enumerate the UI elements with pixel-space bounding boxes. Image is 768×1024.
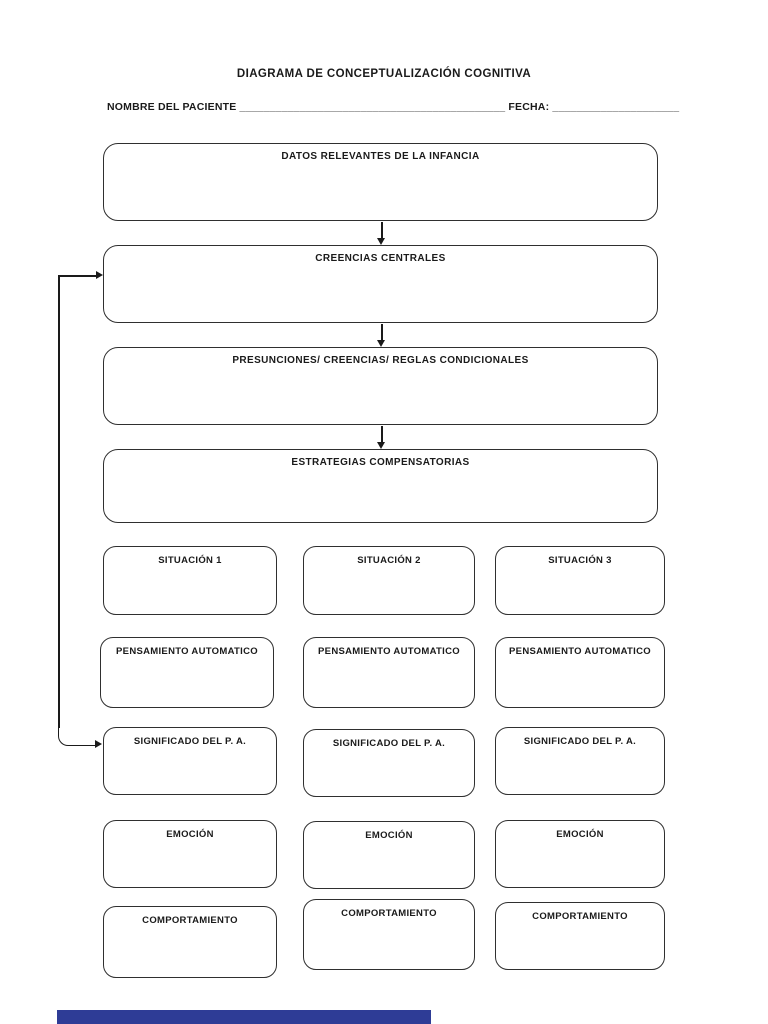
cell-emocion-2: EMOCIÓN [303, 821, 475, 889]
date-label: FECHA: [505, 101, 553, 113]
cell-label: PENSAMIENTO AUTOMATICO [318, 646, 460, 657]
cell-label: EMOCIÓN [166, 829, 214, 840]
flow-box-presunciones: PRESUNCIONES/ CREENCIAS/ REGLAS CONDICIO… [103, 347, 658, 425]
cell-emocion-3: EMOCIÓN [495, 820, 665, 888]
feedback-connector-top [58, 275, 96, 277]
feedback-connector-corner [58, 727, 72, 746]
cell-significado-1: SIGNIFICADO DEL P. A. [103, 727, 277, 795]
flow-box-label: ESTRATEGIAS COMPENSATORIAS [291, 457, 470, 468]
cell-comportamiento-3: COMPORTAMIENTO [495, 902, 665, 970]
flow-box-estrategias: ESTRATEGIAS COMPENSATORIAS [103, 449, 658, 523]
cell-significado-3: SIGNIFICADO DEL P. A. [495, 727, 665, 795]
feedback-connector-vertical [58, 275, 60, 728]
flow-arrow-line-3 [381, 426, 383, 442]
cell-label: SITUACIÓN 3 [548, 555, 612, 566]
cell-label: SIGNIFICADO DEL P. A. [133, 736, 247, 747]
cell-label: PENSAMIENTO AUTOMATICO [509, 646, 651, 657]
cell-label: SITUACIÓN 2 [357, 555, 421, 566]
cell-comportamiento-2: COMPORTAMIENTO [303, 899, 475, 970]
date-blank: _____________________ [552, 101, 680, 113]
cell-pensamiento-automatico-2: PENSAMIENTO AUTOMATICO [303, 637, 475, 708]
cell-label: COMPORTAMIENTO [142, 915, 238, 926]
patient-name-label: NOMBRE DEL PACIENTE [107, 101, 240, 113]
cell-situacion-1: SITUACIÓN 1 [103, 546, 277, 615]
right-arrowhead-icon [96, 271, 103, 279]
patient-info-line: NOMBRE DEL PACIENTE ____________________… [107, 101, 679, 113]
cell-significado-2: SIGNIFICADO DEL P. A. [303, 729, 475, 797]
flow-box-label: CREENCIAS CENTRALES [315, 253, 446, 264]
cell-comportamiento-1: COMPORTAMIENTO [103, 906, 277, 978]
cell-label: COMPORTAMIENTO [341, 908, 437, 919]
patient-name-blank: ________________________________________… [239, 101, 506, 113]
cell-label: SIGNIFICADO DEL P. A. [332, 738, 446, 749]
cell-label: SIGNIFICADO DEL P. A. [523, 736, 637, 747]
cell-label: SITUACIÓN 1 [158, 555, 222, 566]
cell-label: EMOCIÓN [365, 830, 413, 841]
flow-box-datos-infancia: DATOS RELEVANTES DE LA INFANCIA [103, 143, 658, 221]
flow-box-label: PRESUNCIONES/ CREENCIAS/ REGLAS CONDICIO… [232, 355, 529, 366]
cell-label: EMOCIÓN [556, 829, 604, 840]
cell-label: COMPORTAMIENTO [532, 911, 628, 922]
cell-pensamiento-automatico-3: PENSAMIENTO AUTOMATICO [495, 637, 665, 708]
cell-pensamiento-automatico-1: PENSAMIENTO AUTOMATICO [100, 637, 274, 708]
footer-bar [57, 1010, 431, 1024]
down-arrowhead-icon [377, 340, 385, 347]
flow-box-label: DATOS RELEVANTES DE LA INFANCIA [281, 151, 480, 162]
flow-box-creencias-centrales: CREENCIAS CENTRALES [103, 245, 658, 323]
feedback-connector-bottom [70, 744, 95, 746]
cell-situacion-2: SITUACIÓN 2 [303, 546, 475, 615]
page-title: DIAGRAMA DE CONCEPTUALIZACIÓN COGNITIVA [236, 68, 532, 80]
cell-label: PENSAMIENTO AUTOMATICO [116, 646, 258, 657]
cell-emocion-1: EMOCIÓN [103, 820, 277, 888]
cell-situacion-3: SITUACIÓN 3 [495, 546, 665, 615]
right-arrowhead-icon [95, 740, 102, 748]
flow-arrow-line-2 [381, 324, 383, 340]
flow-arrow-line-1 [381, 222, 383, 238]
down-arrowhead-icon [377, 238, 385, 245]
down-arrowhead-icon [377, 442, 385, 449]
